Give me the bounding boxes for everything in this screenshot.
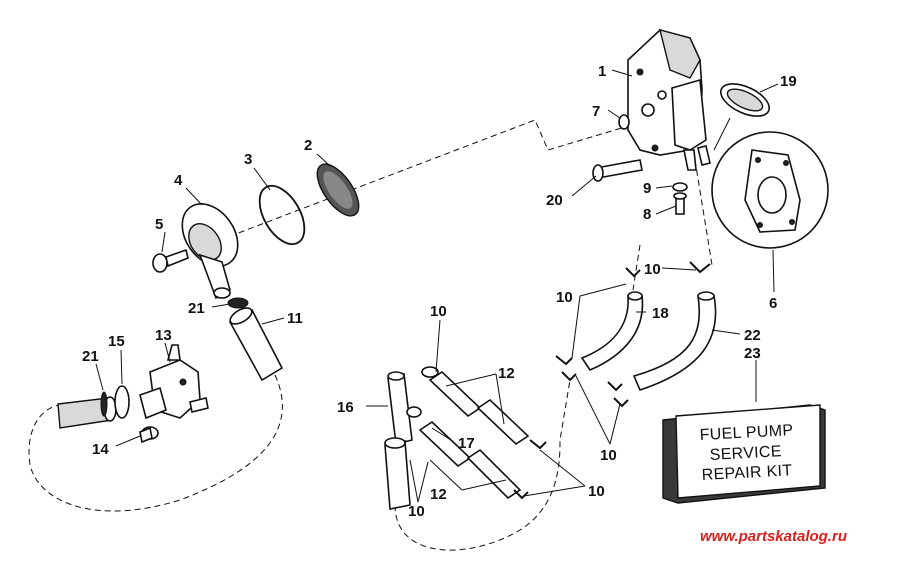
tube-12-part xyxy=(418,370,530,500)
callout-5: 5 xyxy=(155,216,163,233)
washer-part xyxy=(672,182,688,192)
callout-10-bottom: 10 xyxy=(588,483,605,500)
callout-10-tee: 10 xyxy=(430,303,447,320)
elbow-fitting-part xyxy=(406,366,439,418)
inline-filter-part xyxy=(57,385,130,429)
clamp-part-upper xyxy=(227,297,249,309)
callout-20: 20 xyxy=(546,192,563,209)
callout-17: 17 xyxy=(458,435,475,452)
kit-label-line-1: FUEL PUMP xyxy=(699,422,793,444)
leader-lines xyxy=(95,69,779,503)
hose-18-part xyxy=(580,291,644,371)
callout-11: 11 xyxy=(287,310,303,327)
hose-11-part xyxy=(228,307,284,382)
callout-18: 18 xyxy=(652,305,669,322)
callout-10-hose: 10 xyxy=(556,289,573,306)
tee-fitting-part xyxy=(384,371,413,510)
gasket-part xyxy=(720,83,770,117)
callout-7: 7 xyxy=(592,103,600,120)
callout-1: 1 xyxy=(598,63,606,80)
callout-8: 8 xyxy=(643,206,651,223)
repair-kit-box xyxy=(662,360,826,504)
valve-body-part xyxy=(139,344,209,420)
filter-screen-part xyxy=(316,163,360,217)
assembly-line-hose-18 xyxy=(632,244,641,291)
callout-21-upper: 21 xyxy=(188,300,205,317)
callout-22: 22 xyxy=(744,327,761,344)
kit-label-line-2: SERVICE xyxy=(709,443,782,464)
hose-22-part xyxy=(632,291,717,391)
primer-screw-part xyxy=(139,426,159,444)
callout-12-upper: 12 xyxy=(498,365,515,382)
watermark: www.partskatalog.ru xyxy=(700,528,847,545)
callout-10-clips: 10 xyxy=(600,447,617,464)
callout-19: 19 xyxy=(780,73,797,90)
callout-4: 4 xyxy=(174,172,183,189)
callout-13: 13 xyxy=(155,327,172,344)
hose-clips xyxy=(513,261,711,500)
callout-10-lower-left: 10 xyxy=(408,503,425,520)
o-ring-part xyxy=(618,114,630,130)
kit-label-line-3: REPAIR KIT xyxy=(701,462,792,484)
callout-3: 3 xyxy=(244,151,252,168)
callout-14: 14 xyxy=(92,441,109,458)
callout-23: 23 xyxy=(744,345,761,362)
assembly-line-loop-bottom xyxy=(394,379,571,551)
cover-screw-part xyxy=(152,248,189,273)
callout-12-lower: 12 xyxy=(430,486,447,503)
gasket-ring-part xyxy=(258,184,306,246)
callout-10-top-right: 10 xyxy=(644,261,661,278)
fitting-part xyxy=(673,192,687,215)
callout-15: 15 xyxy=(108,333,125,350)
callout-16: 16 xyxy=(337,399,354,416)
filter-cover-part xyxy=(181,203,239,300)
callout-21-lower: 21 xyxy=(82,348,99,365)
screw-part xyxy=(592,159,643,182)
gasket-detail-circle xyxy=(711,117,829,293)
callout-2: 2 xyxy=(304,137,312,154)
pump-body-part xyxy=(627,29,711,171)
assembly-line-fitting xyxy=(694,159,713,266)
callout-6: 6 xyxy=(769,295,777,312)
assembly-line-loop-left xyxy=(28,374,283,512)
assembly-line-main xyxy=(219,117,656,241)
callout-9: 9 xyxy=(643,180,651,197)
